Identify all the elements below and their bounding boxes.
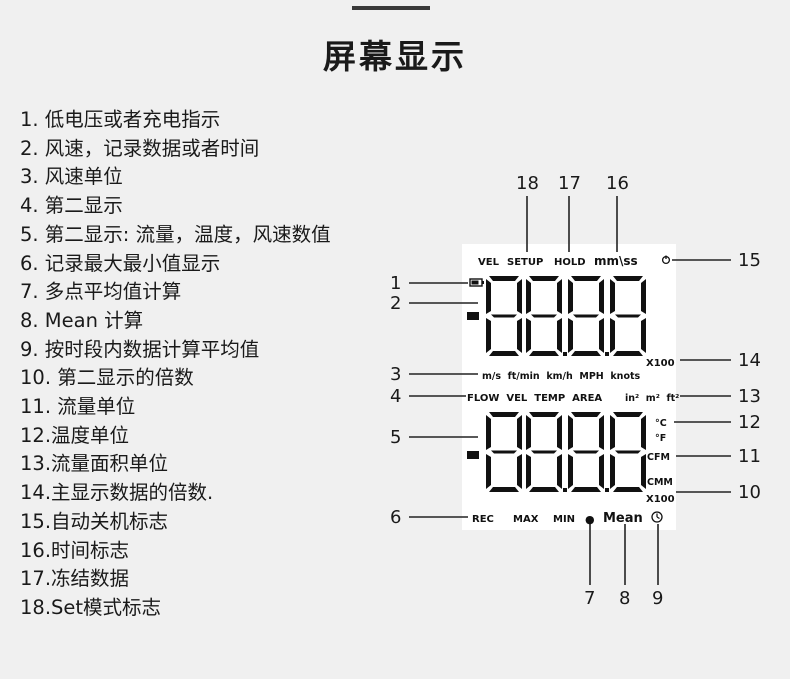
legend-item: 9. 按时段内数据计算平均值 [20,337,260,361]
fahrenheit-unit: °F [655,433,666,444]
second-minus-sign [467,451,479,459]
callout-number: 12 [738,412,761,433]
celsius-unit: °C [655,418,667,429]
callout-number: 13 [738,386,761,407]
legend-item: 1. 低电压或者充电指示 [20,108,221,131]
legend-item: 7. 多点平均值计算 [20,280,182,304]
callout-number: 7 [584,588,595,609]
callout-number: 3 [390,364,401,385]
lcd-label-vel: VEL [478,257,500,268]
callout-number: 8 [619,588,630,609]
legend-item: 2. 风速，记录数据或者时间 [20,136,260,160]
mean-label: Mean [603,511,643,526]
average-dot-icon: ● [585,513,595,526]
speed-units: m/s ft/min km/h MPH knots [482,371,641,382]
clock-icon [651,511,663,523]
main-minus-sign [467,312,479,320]
second-digit-4 [610,412,646,492]
second-digit-3 [568,412,604,492]
second-decimal-1 [563,488,567,492]
legend-item: 17.冻结数据 [20,567,130,591]
callout-number: 5 [390,427,401,448]
legend-item: 16.时间标志 [20,538,130,562]
min-label: MIN [553,514,575,525]
second-digits [486,412,646,492]
callout-number: 6 [390,507,401,528]
main-digit-3 [568,276,604,356]
legend-list: 1. 低电压或者充电指示 2. 风速，记录数据或者时间 3. 风速单位 4. 第… [20,106,331,623]
page-title: 屏幕显示 [323,37,467,76]
callout-number: 17 [558,173,581,194]
callout-number: 14 [738,350,761,371]
lcd-label-hold: HOLD [554,257,586,268]
main-digits [486,276,646,356]
second-decimal-2 [605,488,609,492]
callout-number: 18 [516,173,539,194]
main-multiplier: X100 [646,358,675,369]
second-multiplier: X100 [646,494,675,505]
callout-number: 2 [390,293,401,314]
legend-item: 18.Set模式标志 [20,595,162,619]
legend-item: 3. 风速单位 [20,165,123,189]
power-off-icon [661,255,671,265]
callout-number: 10 [738,482,761,503]
callout-number: 16 [606,173,629,194]
callout-number: 4 [390,386,401,407]
legend-item: 6. 记录最大最小值显示 [20,251,221,275]
battery-icon [469,278,484,287]
second-digit-2 [526,412,562,492]
callout-number: 1 [390,273,401,294]
callout-number: 9 [652,588,663,609]
main-decimal-2 [605,352,609,356]
area-units: in² m² ft² [625,393,679,404]
legend-item: 4. 第二显示 [20,194,123,218]
callout-number: 11 [738,446,761,467]
legend-item: 12.温度单位 [20,423,130,447]
main-digit-2 [526,276,562,356]
cmm-unit: CMM [647,477,673,488]
max-label: MAX [513,514,539,525]
rec-label: REC [472,514,494,525]
callout-number: 15 [738,250,761,271]
mode-labels: FLOW VEL TEMP AREA [467,393,602,404]
main-digit-4 [610,276,646,356]
main-decimal-1 [563,352,567,356]
legend-item: 13.流量面积单位 [20,452,169,476]
legend-item: 15.自动关机标志 [20,509,169,533]
legend-item: 10. 第二显示的倍数 [20,366,194,390]
main-digit-1 [486,276,522,356]
cfm-unit: CFM [647,452,670,463]
legend-item: 11. 流量单位 [20,395,136,419]
top-rule [352,6,430,10]
legend-item: 5. 第二显示: 流量，温度，风速数值 [20,222,331,246]
lcd-label-setup: SETUP [507,257,543,268]
lcd-label-mmss: mm\ss [594,254,638,268]
legend-item: 8. Mean 计算 [20,308,144,332]
legend-item: 14.主显示数据的倍数. [20,481,214,505]
second-digit-1 [486,412,522,492]
